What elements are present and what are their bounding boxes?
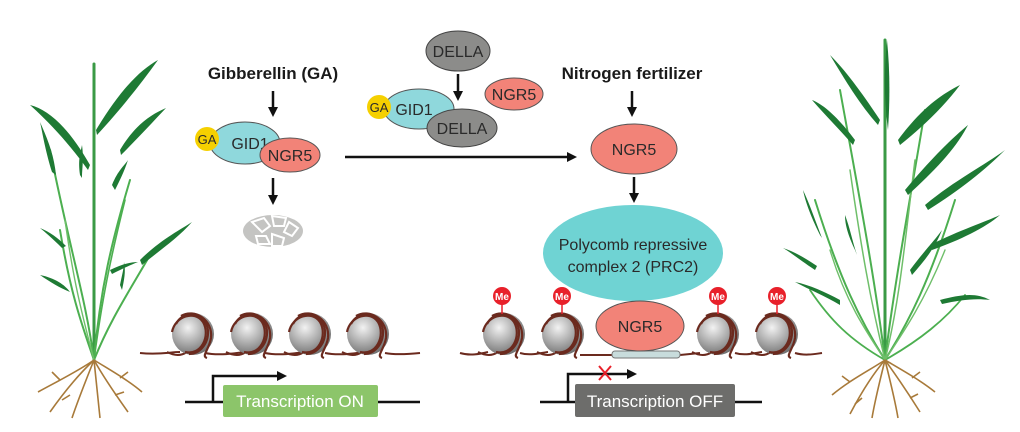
transcription-on-box [223,385,378,417]
ga-gid1-della-complex: GID1 GA DELLA [367,88,498,148]
ngr5-protein [259,137,321,173]
ngr5-label-induced: NGR5 [612,142,657,159]
methyl-mark: Me [708,286,728,315]
transcription-on-gene: Transcription ON [185,371,420,417]
transcription-off-box [575,384,735,417]
ga-gid1-ngr5-complex: GID1 GA NGR5 [195,121,321,173]
prc2-label-line1: Polycomb repressive [559,237,708,254]
transcription-start-arrow [566,369,637,402]
transcription-off-label: Transcription OFF [587,392,723,411]
plant-roots [831,359,936,419]
nitrogen-label: Nitrogen fertilizer [562,64,703,83]
ngr5-free: NGR5 [484,77,544,111]
gid1-label-center: GID1 [395,102,432,119]
nucleosome [165,311,216,360]
gibberellin-label: Gibberellin (GA) [208,64,338,83]
ga-label: GA [198,132,217,147]
plant-leaves [49,62,151,362]
ngr5-bound [595,300,685,352]
blocked-x-icon [598,365,612,381]
svg-text:Me: Me [555,292,569,303]
ga-label-center: GA [370,100,389,115]
svg-text:Me: Me [711,292,725,303]
nucleosome [224,311,275,360]
prc2-complex: Polycomb repressive complex 2 (PRC2) [543,205,723,301]
ngr5-label-free: NGR5 [492,87,537,104]
transcription-off-gene: Transcription OFF [540,365,762,417]
prc2-label-line2: complex 2 (PRC2) [568,259,699,276]
ngr5-induced: NGR5 [590,123,678,175]
nucleosome [282,311,333,360]
ga-molecule [195,127,219,151]
plant-leaves [809,38,966,362]
ngr5-label-bound: NGR5 [618,319,663,336]
nucleosome [749,311,800,360]
transcription-start-arrow [211,371,287,402]
nucleosome [690,311,741,360]
degraded-ngr5-proteasome [243,214,303,247]
nucleosome [476,311,527,360]
short-rice-plant [30,60,192,419]
della-free: DELLA [425,30,491,72]
della-label-bound: DELLA [437,121,488,138]
methyl-mark: Me [767,286,787,315]
plant-blades [30,60,192,292]
svg-text:Me: Me [770,292,784,303]
methyl-mark: Me [552,286,572,315]
chromatin-repressed: Me Me Me Me NGR5 [459,286,823,360]
ga-molecule-center [367,95,391,119]
plant-blades [783,40,1005,305]
nucleosome [535,311,586,360]
ngr5-binding-site [611,350,681,359]
nucleosome [340,311,391,360]
transcription-on-label: Transcription ON [236,392,364,411]
gid1-label: GID1 [231,136,268,153]
methyl-mark: Me [492,286,512,315]
della-label-top: DELLA [433,44,484,61]
tall-rice-plant [783,38,1005,419]
plant-roots [37,359,143,419]
ngr5-label: NGR5 [268,148,313,165]
svg-text:Me: Me [495,292,509,303]
dna-strand [459,351,823,356]
chromatin-open [139,311,421,360]
